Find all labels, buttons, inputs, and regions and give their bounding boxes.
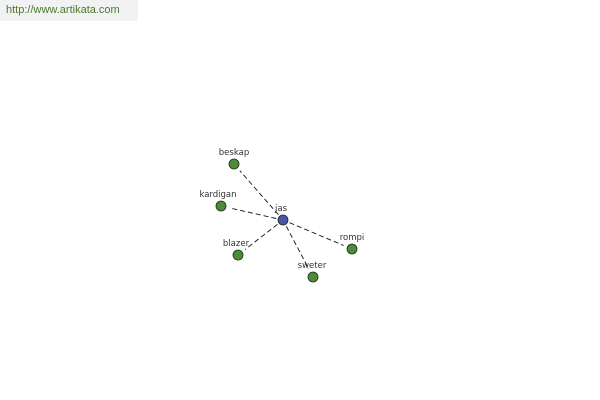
node-label-rompi: rompi: [340, 233, 365, 243]
source-bar: http://www.artikata.com: [0, 0, 138, 21]
node-label-beskap: beskap: [219, 148, 249, 158]
node-label-jas: jas: [274, 204, 288, 214]
node-sweter[interactable]: [307, 271, 319, 283]
edge-jas-blazer: [244, 223, 278, 250]
node-label-blazer: blazer: [223, 239, 250, 249]
node-blazer[interactable]: [232, 249, 244, 261]
source-link[interactable]: http://www.artikata.com: [6, 4, 120, 16]
labels-layer: beskap kardigan blazer sweter rompi jas: [199, 148, 364, 271]
edge-jas-kardigan: [229, 207, 277, 219]
node-label-sweter: sweter: [298, 261, 327, 271]
node-label-kardigan: kardigan: [199, 190, 236, 200]
node-kardigan[interactable]: [215, 200, 227, 212]
nodes-layer: [215, 158, 358, 283]
edge-jas-rompi: [289, 222, 344, 246]
edge-jas-beskap: [239, 170, 279, 215]
node-rompi[interactable]: [346, 243, 358, 255]
node-beskap[interactable]: [228, 158, 240, 170]
edges-layer: [229, 170, 344, 270]
center-node-jas[interactable]: [277, 214, 289, 226]
edge-jas-sweter: [285, 225, 310, 270]
